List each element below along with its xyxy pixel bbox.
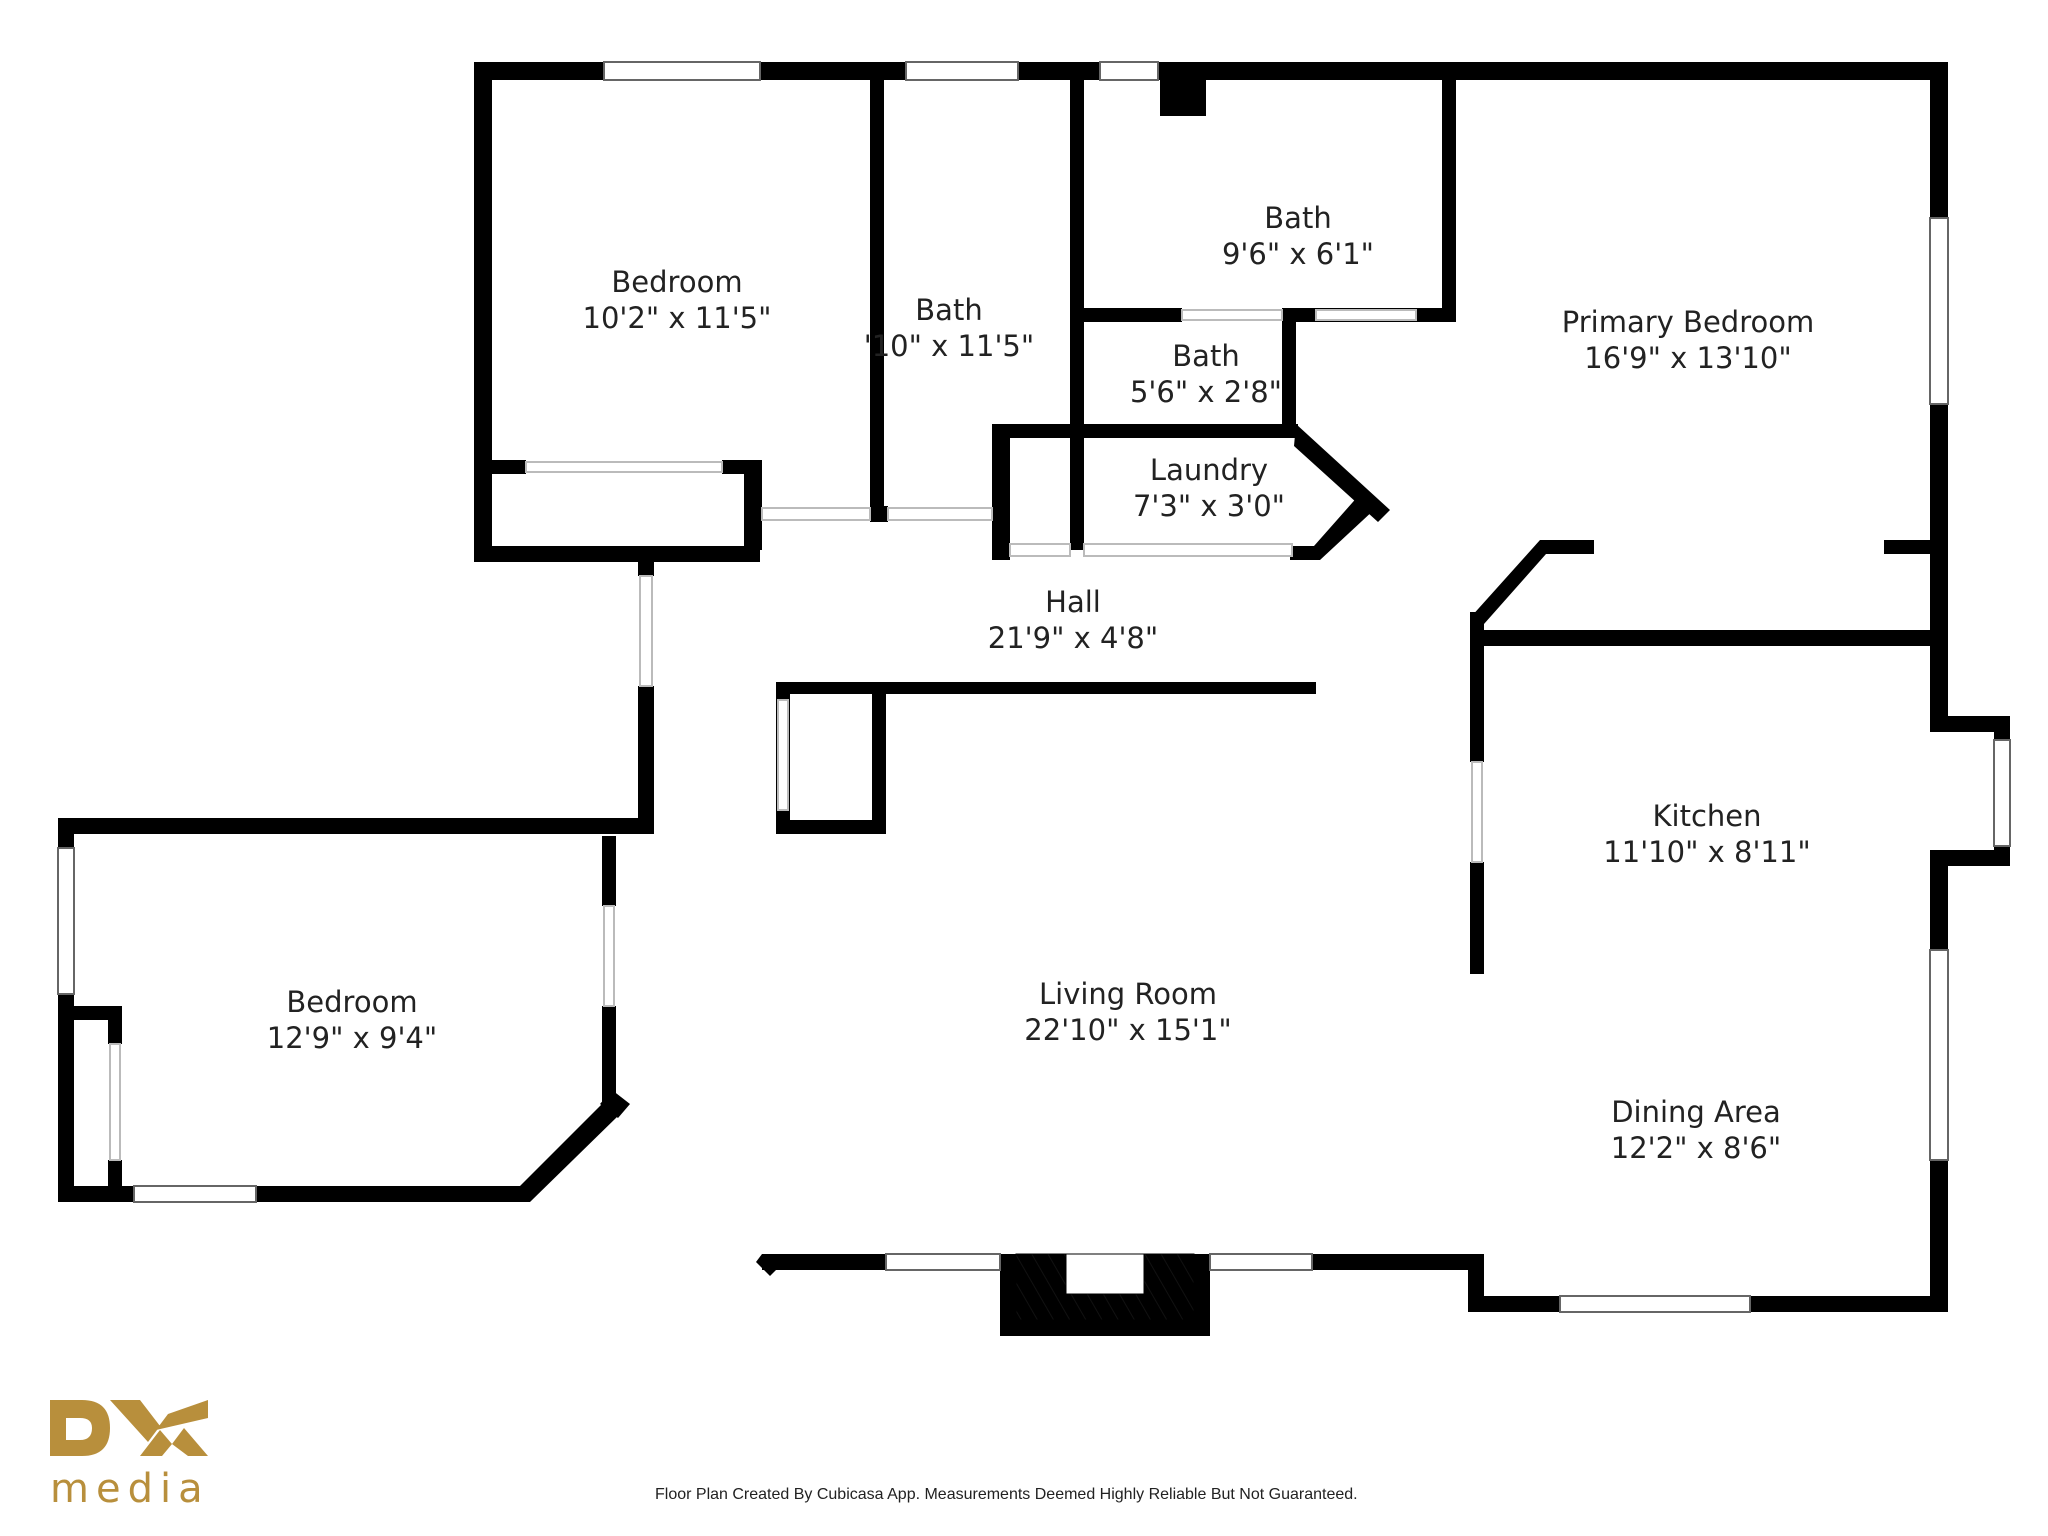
room-name: Kitchen	[1653, 799, 1762, 833]
room-dims: 7'3" x 3'0"	[1133, 489, 1285, 523]
room-name: Hall	[1045, 585, 1101, 619]
room-dims: 12'2" x 8'6"	[1611, 1131, 1781, 1165]
room-name: Dining Area	[1611, 1095, 1781, 1129]
room-dims: 5'6" x 2'8"	[1130, 375, 1282, 409]
door-openings	[109, 309, 1483, 1161]
room-name: Laundry	[1150, 453, 1268, 487]
room-name: Bath	[915, 293, 982, 327]
dx-logo-icon	[50, 1400, 208, 1456]
room-dims: 10'2" x 11'5"	[583, 301, 772, 335]
footer-disclaimer: Floor Plan Created By Cubicasa App. Meas…	[655, 1486, 1358, 1503]
windows	[57, 61, 2011, 1313]
logo-wordmark: media	[50, 1466, 210, 1512]
room-labels: Bedroom 10'2" x 11'5" Bath '10" x 11'5" …	[267, 201, 1814, 1165]
room-dims: 11'10" x 8'11"	[1603, 835, 1810, 869]
room-name: Living Room	[1039, 977, 1217, 1011]
room-dims: 21'9" x 4'8"	[988, 621, 1158, 655]
room-dims: '10" x 11'5"	[864, 329, 1034, 363]
room-dims: 12'9" x 9'4"	[267, 1021, 437, 1055]
room-name: Bedroom	[286, 985, 417, 1019]
room-dims: 16'9" x 13'10"	[1584, 341, 1791, 375]
room-name: Bedroom	[611, 265, 742, 299]
room-name: Primary Bedroom	[1562, 305, 1814, 339]
room-dims: 9'6" x 6'1"	[1222, 237, 1374, 271]
room-dims: 22'10" x 15'1"	[1024, 1013, 1231, 1047]
room-name: Bath	[1172, 339, 1239, 373]
room-name: Bath	[1264, 201, 1331, 235]
